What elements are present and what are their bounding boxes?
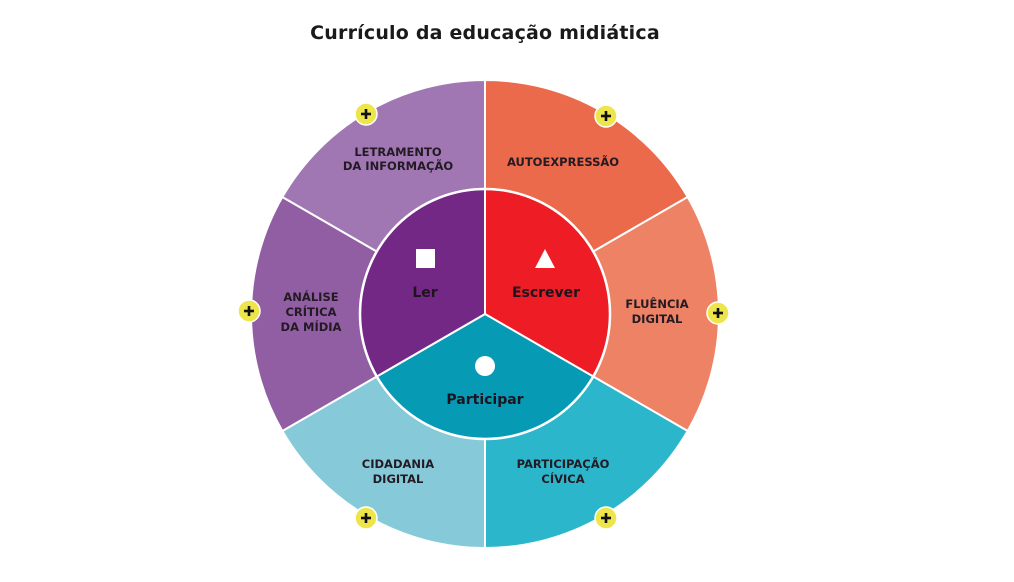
expand-cidadania-button[interactable] <box>354 506 378 530</box>
svg-text:FLUÊNCIA: FLUÊNCIA <box>625 296 688 311</box>
svg-text:CÍVICA: CÍVICA <box>541 471 584 486</box>
core-label-escrever: Escrever <box>512 285 580 301</box>
svg-text:PARTICIPAÇÃO: PARTICIPAÇÃO <box>517 456 610 471</box>
svg-text:DIGITAL: DIGITAL <box>373 472 424 486</box>
expand-autoexpressao-button[interactable] <box>594 104 618 128</box>
svg-text:DIGITAL: DIGITAL <box>632 312 683 326</box>
segment-label-participacao-civica: PARTICIPAÇÃO CÍVICA <box>517 456 610 486</box>
expand-analise-button[interactable] <box>237 299 261 323</box>
inner-core <box>358 187 612 441</box>
segment-label-letramento: LETRAMENTO DA INFORMAÇÃO <box>343 145 454 173</box>
segment-label-fluencia: FLUÊNCIA DIGITAL <box>625 296 688 326</box>
expand-fluencia-button[interactable] <box>706 301 730 325</box>
segment-label-cidadania: CIDADANIA DIGITAL <box>362 457 435 486</box>
diagram-title: Currículo da educação midiática <box>310 22 660 44</box>
svg-text:AUTOEXPRESSÃO: AUTOEXPRESSÃO <box>507 154 619 169</box>
svg-text:DA MÍDIA: DA MÍDIA <box>281 319 342 334</box>
segment-label-analise: ANÁLISE CRÍTICA DA MÍDIA <box>281 289 342 334</box>
expand-participacao-civica-button[interactable] <box>594 506 618 530</box>
svg-text:ANÁLISE: ANÁLISE <box>283 289 338 304</box>
svg-text:CIDADANIA: CIDADANIA <box>362 457 435 471</box>
svg-text:DA INFORMAÇÃO: DA INFORMAÇÃO <box>343 158 454 173</box>
square-icon <box>416 249 435 268</box>
circle-icon <box>475 356 495 376</box>
svg-text:LETRAMENTO: LETRAMENTO <box>354 145 442 159</box>
core-label-participar: Participar <box>446 392 523 408</box>
core-label-ler: Ler <box>412 285 437 301</box>
segment-label-autoexpressao: AUTOEXPRESSÃO <box>507 154 619 169</box>
svg-text:CRÍTICA: CRÍTICA <box>285 304 336 319</box>
core-outline <box>358 187 612 441</box>
triangle-icon <box>535 249 555 268</box>
expand-letramento-button[interactable] <box>354 102 378 126</box>
